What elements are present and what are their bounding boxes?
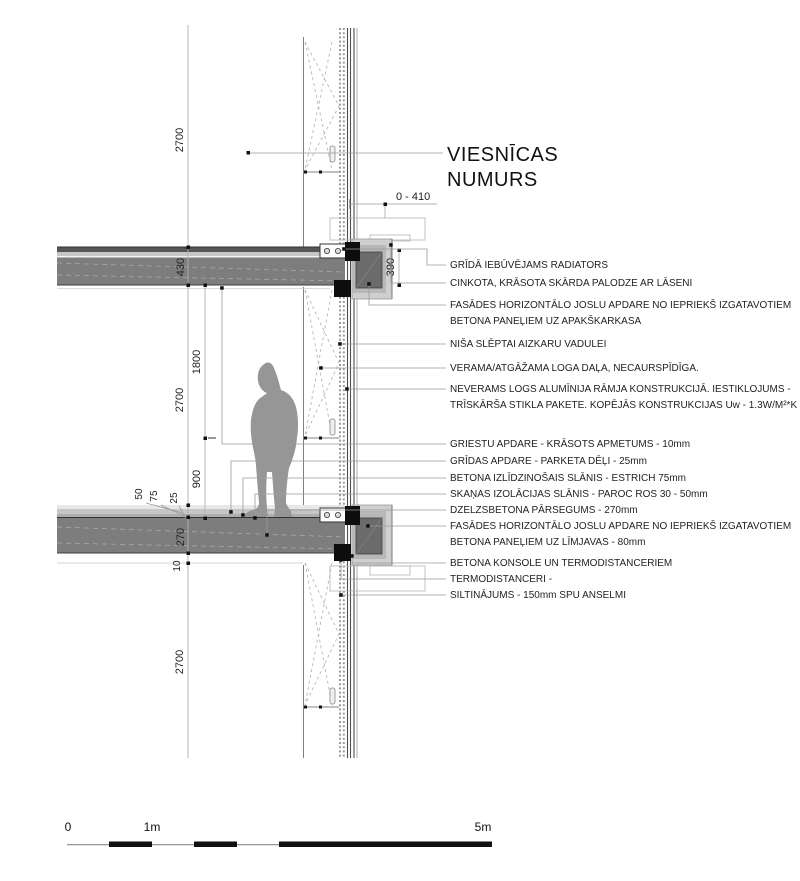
- slab-finish-band: [57, 256, 345, 258]
- window-handle: [329, 145, 336, 163]
- room-title: VIESNĪCAS NUMURS: [246, 143, 558, 191]
- note-facade-glued-1: FASĀDES HORIZONTĀLO JOSLU APDARE NO IEPR…: [450, 519, 791, 532]
- annotation-texts: GRĪDĀ IEBŪVĒJAMS RADIATORS CINKOTA, KRĀS…: [450, 259, 797, 601]
- note-operable-window: VERAMA/ATGĀŽAMA LOGA DAĻA, NECAURSPĪDĪGA…: [450, 361, 699, 374]
- scale-label-0: 0: [65, 820, 72, 834]
- scale-bar: 0 1m 5m: [65, 820, 492, 847]
- window-handle: [329, 418, 336, 436]
- window-sash-bottom: [304, 562, 340, 709]
- note-screed: BETONA IZLĪDZINOŠAIS SLĀNIS - ESTRICH 75…: [450, 471, 686, 484]
- window-frame-profile: [345, 242, 360, 261]
- dim-upper-room-height: 2700: [174, 128, 186, 152]
- slab-finish-band: [57, 514, 345, 518]
- slab-concrete: [57, 518, 345, 553]
- dim-slab-thickness: 270: [175, 528, 187, 546]
- dim-upper-slab-total: 430: [175, 258, 187, 276]
- dim-layer-25: 25: [169, 492, 180, 504]
- note-insulation: SILTINĀJUMS - 150mm SPU ANSELMI: [450, 589, 626, 601]
- scale-label-5m: 5m: [475, 820, 492, 834]
- dim-lower-room-height: 2700: [174, 650, 186, 674]
- note-sound-insulation: SKAŅAS IZOLĀCIJAS SLĀNIS - PAROC ROS 30 …: [450, 488, 708, 500]
- dim-room-height: 2700: [174, 388, 186, 412]
- slab-finish-band: [57, 505, 345, 509]
- note-curtain-niche: NIŠA SLĒPTAI AIZKARU VADULEI: [450, 337, 606, 350]
- dim-layer-50: 50: [134, 488, 145, 500]
- dim-parapet-height: 900: [191, 470, 203, 488]
- note-concrete-slab: DZELZSBETONA PĀRSEGUMS - 270mm: [450, 504, 638, 516]
- dim-layer-75: 75: [149, 490, 160, 502]
- curtain-wall-section: [303, 28, 426, 758]
- note-thermal-spacers: TERMODISTANCERI -: [450, 574, 552, 585]
- note-ceiling-finish: GRIESTU APDARE - KRĀSOTS APMETUMS - 10mm: [450, 438, 690, 450]
- dim-sill-offset-range: 0 - 410: [396, 191, 430, 203]
- slab-finish-band: [57, 509, 345, 514]
- note-floor-finish: GRĪDAS APDARE - PARKETA DĒĻI - 25mm: [450, 455, 647, 467]
- scale-label-1m: 1m: [144, 820, 161, 834]
- dimension-sill-offset: 0 - 410: [349, 191, 437, 218]
- note-concrete-console: BETONA KONSOLE UN TERMODISTANCERIEM: [450, 558, 672, 569]
- note-facade-subframe-2: BETONA PANEĻIEM UZ APAKŠKARKASA: [450, 314, 642, 327]
- note-sill-flashing: CINKOTA, KRĀSOTA SKĀRDA PALODZE AR LĀSEN…: [450, 277, 692, 289]
- slab-finish-band: [57, 247, 345, 252]
- dimension-chain-left: 2700 430 2700 270 10 2700 1800 900 50 75…: [134, 25, 216, 758]
- dim-ceiling-finish: 10: [172, 560, 183, 572]
- dim-window-opening-height: 1800: [191, 350, 203, 374]
- window-frame-profile: [334, 544, 351, 561]
- lower-floor-slab: [56, 504, 393, 566]
- room-title-line2: NUMURS: [447, 169, 538, 191]
- window-sash-top: [304, 41, 340, 174]
- note-fixed-window-2: TRĪSKĀRŠA STIKLA PAKETE. KOPĒJĀS KONSTRU…: [450, 398, 797, 411]
- note-facade-subframe-1: FASĀDES HORIZONTĀLO JOSLU APDARE NO IEPR…: [450, 298, 791, 311]
- note-radiator: GRĪDĀ IEBŪVĒJAMS RADIATORS: [450, 259, 608, 271]
- window-frame-profile: [334, 280, 351, 297]
- slab-finish-band: [57, 252, 345, 256]
- note-facade-glued-2: BETONA PANEĻIEM UZ LĪMJAVAS - 80mm: [450, 536, 645, 548]
- slab-edge-panel-lower: [351, 504, 393, 566]
- room-title-line1: VIESNĪCAS: [447, 143, 558, 166]
- annotation-leaders: [220, 243, 446, 597]
- window-handle: [329, 687, 336, 705]
- window-frame-profile: [345, 506, 360, 525]
- floor-radiator-upper: [319, 243, 347, 259]
- soffit-assembly-outline-inner: [369, 565, 411, 576]
- note-fixed-window-1: NEVERAMS LOGS ALUMĪNIJA RĀMJA KONSTRUKCI…: [450, 383, 791, 395]
- slab-concrete: [57, 257, 345, 285]
- upper-floor-slab: [56, 238, 393, 300]
- window-sash-middle: [304, 289, 340, 440]
